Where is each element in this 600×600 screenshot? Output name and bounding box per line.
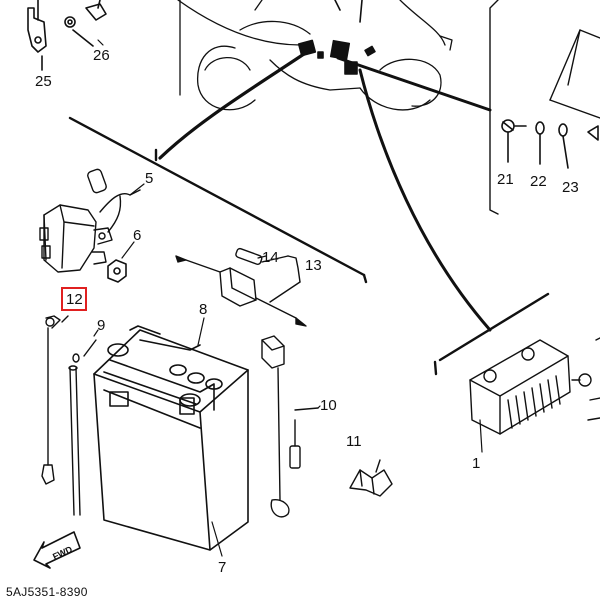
callout-26: 26 — [93, 47, 110, 64]
motorcycle-outline — [177, 0, 453, 111]
part-21-bolt — [501, 119, 527, 163]
battery-cable-12 — [41, 315, 69, 485]
clip-11 — [349, 459, 393, 497]
callout-12: 12 — [66, 291, 83, 308]
part-6-nut — [107, 259, 127, 283]
callout-10: 10 — [320, 397, 337, 414]
callout-9: 9 — [97, 317, 105, 334]
part-23-washer — [558, 123, 599, 169]
callout-6: 6 — [133, 227, 141, 244]
part-22-washer — [535, 121, 545, 165]
starter-relay — [39, 168, 141, 273]
fuse-holder — [175, 247, 307, 327]
callout-11: 11 — [346, 433, 362, 450]
callout-25: 25 — [35, 73, 52, 90]
callouts: 25 26 5 6 14 13 12 8 9 10 11 1 7 21 22 2… — [35, 47, 579, 576]
wire-harness — [158, 0, 492, 332]
fwd-arrow-icon: FWD — [33, 531, 81, 569]
rectifier-regulator — [469, 339, 571, 435]
main-frame — [68, 116, 550, 376]
cable-10 — [261, 335, 319, 518]
battery — [93, 325, 249, 551]
right-bolts — [571, 337, 600, 421]
right-panel-frame — [489, 0, 600, 215]
callout-1: 1 — [472, 455, 480, 472]
callout-13: 13 — [305, 257, 322, 274]
part-code: 5AJ5351-8390 — [6, 585, 88, 599]
part-26-screw — [64, 0, 107, 47]
harness-connectors — [297, 39, 376, 75]
vent-tube-9 — [68, 339, 97, 516]
leader-lines — [93, 39, 483, 557]
callout-7: 7 — [218, 559, 226, 576]
callout-5: 5 — [145, 170, 153, 187]
callout-21: 21 — [497, 171, 514, 188]
part-25-bracket — [27, 0, 47, 71]
callout-23: 23 — [562, 179, 579, 196]
highlight-box[interactable] — [61, 287, 87, 311]
callout-22: 22 — [530, 173, 547, 190]
callout-14: 14 — [262, 249, 279, 266]
callout-8: 8 — [199, 301, 207, 318]
